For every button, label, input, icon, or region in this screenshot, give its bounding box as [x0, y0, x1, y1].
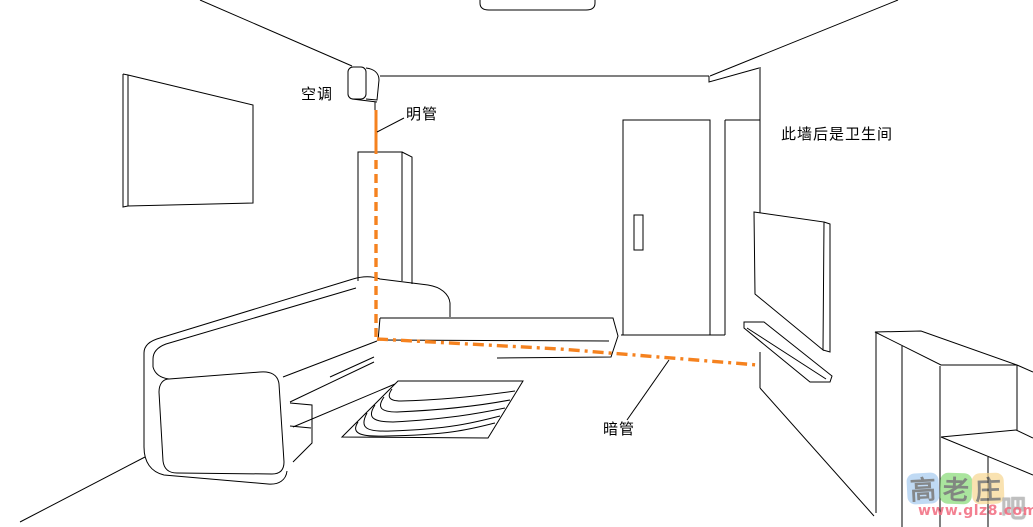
- watermark-suffix: 吧: [1001, 494, 1027, 523]
- watermark-char-2: 老: [942, 475, 970, 507]
- watermark-char-3: 庄: [974, 475, 1002, 507]
- tall-cabinet: [357, 151, 413, 284]
- tv-shelf: [743, 321, 833, 383]
- chaise-bench: [377, 317, 619, 359]
- sofa-ottoman-line: [289, 425, 312, 429]
- sofa-seat-edge-2: [289, 361, 375, 403]
- sofa-back-outer: [143, 278, 354, 485]
- pipes: [374, 110, 759, 367]
- watermark-tile-3: 庄: [971, 472, 1005, 506]
- door-handle: [633, 214, 644, 251]
- picture-frame: [122, 73, 254, 208]
- ceiling-lamp: [479, 0, 596, 11]
- rug: [340, 380, 524, 439]
- leader-lines: [376, 117, 670, 421]
- floor-edge-left-b: [329, 356, 375, 378]
- sofa-ottoman: [289, 402, 313, 463]
- tv: [753, 211, 831, 353]
- sofa-back-inner: [152, 287, 357, 367]
- watermark-tile-1: 高: [906, 472, 940, 507]
- wall-notch: [708, 67, 760, 83]
- watermark-char-1: 高: [909, 475, 937, 507]
- label-ac: 空调: [301, 85, 334, 103]
- sofa: [143, 276, 451, 485]
- floor-edge-left-a: [19, 456, 146, 523]
- ceiling-edge-right: [709, 0, 899, 77]
- pipe-hidden-horizontal: [376, 337, 759, 367]
- leader-hidden-pipe: [626, 359, 670, 421]
- sofa-arm-face: [158, 371, 285, 475]
- leader-exposed-pipe: [376, 117, 405, 133]
- door: [622, 119, 711, 336]
- sofa-corner-back: [352, 276, 451, 317]
- room-shell: [19, 0, 899, 523]
- label-exposed-pipe: 明管: [406, 105, 439, 123]
- label-hidden-pipe: 暗管: [603, 420, 636, 438]
- sofa-arm-roll: [152, 366, 170, 380]
- watermark-url: www.glz8.com: [918, 503, 1033, 519]
- ceiling-edge-left: [199, 0, 353, 67]
- sofa-seat-edge-3: [292, 383, 396, 428]
- air-conditioner: [347, 66, 380, 110]
- sofa-seat-edge-1: [282, 340, 378, 378]
- watermark-tile-2: 老: [939, 472, 973, 506]
- floor-edge-right: [759, 387, 875, 517]
- label-wall-note: 此墙后是卫生间: [781, 125, 894, 143]
